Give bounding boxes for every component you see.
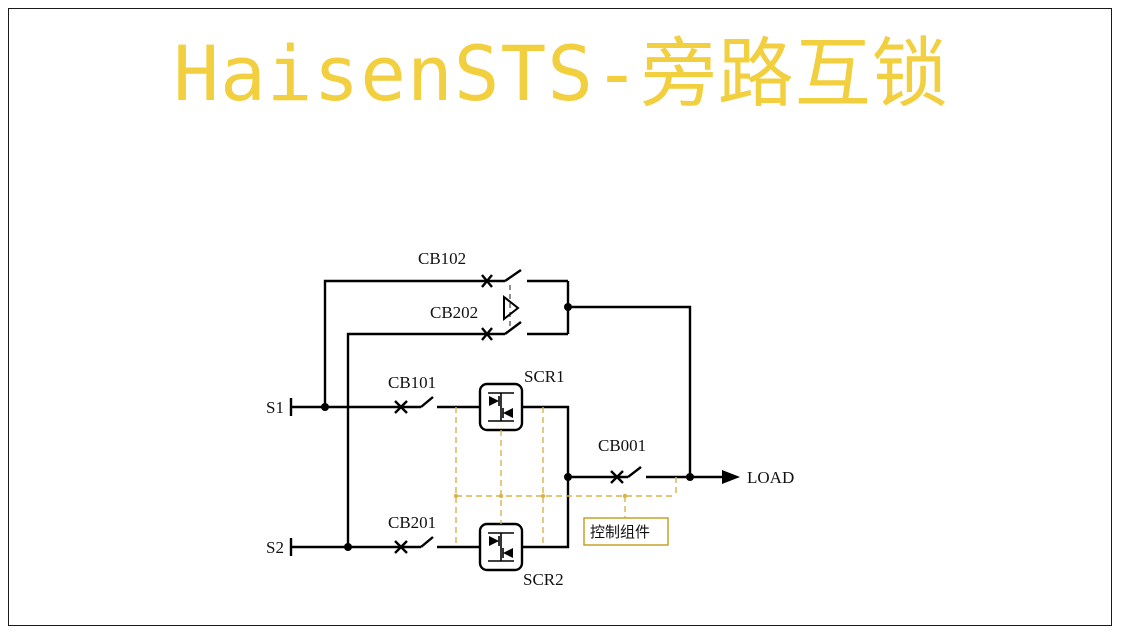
scr2-label: SCR2 [523, 570, 564, 589]
diagram-frame [8, 8, 1112, 626]
cb001-label: CB001 [598, 436, 646, 455]
control-lines [453, 407, 677, 547]
control-box [583, 517, 669, 546]
cb202-label: CB202 [430, 303, 478, 322]
cb101-label: CB101 [388, 373, 436, 392]
load-label: LOAD [747, 468, 794, 487]
bypass-to-load [568, 305, 692, 477]
page-title: HaisenSTS-旁路互锁 [173, 29, 949, 118]
cb202-breaker [481, 321, 568, 341]
junction-s1 [321, 403, 329, 411]
cb001-breaker [610, 466, 722, 484]
scr1-output [522, 405, 570, 549]
cb102-label: CB102 [418, 249, 466, 268]
s2-label: S2 [266, 538, 284, 557]
junction-s2 [344, 543, 352, 551]
scr1-thyristor [478, 382, 524, 432]
cb201-breaker [394, 536, 480, 554]
scr1-label: SCR1 [524, 367, 565, 386]
interlock-triangle [503, 294, 520, 322]
scr2-thyristor [478, 522, 524, 572]
junction-load [686, 473, 694, 481]
control-label: 控制组件 [590, 523, 650, 541]
cb201-label: CB201 [388, 513, 436, 532]
load-arrow [722, 470, 740, 484]
bypass-branch-s2 [346, 332, 505, 547]
cb102-breaker [481, 269, 568, 288]
bypass-branch-s1 [323, 279, 505, 407]
cb101-breaker [394, 396, 480, 414]
s1-label: S1 [266, 398, 284, 417]
